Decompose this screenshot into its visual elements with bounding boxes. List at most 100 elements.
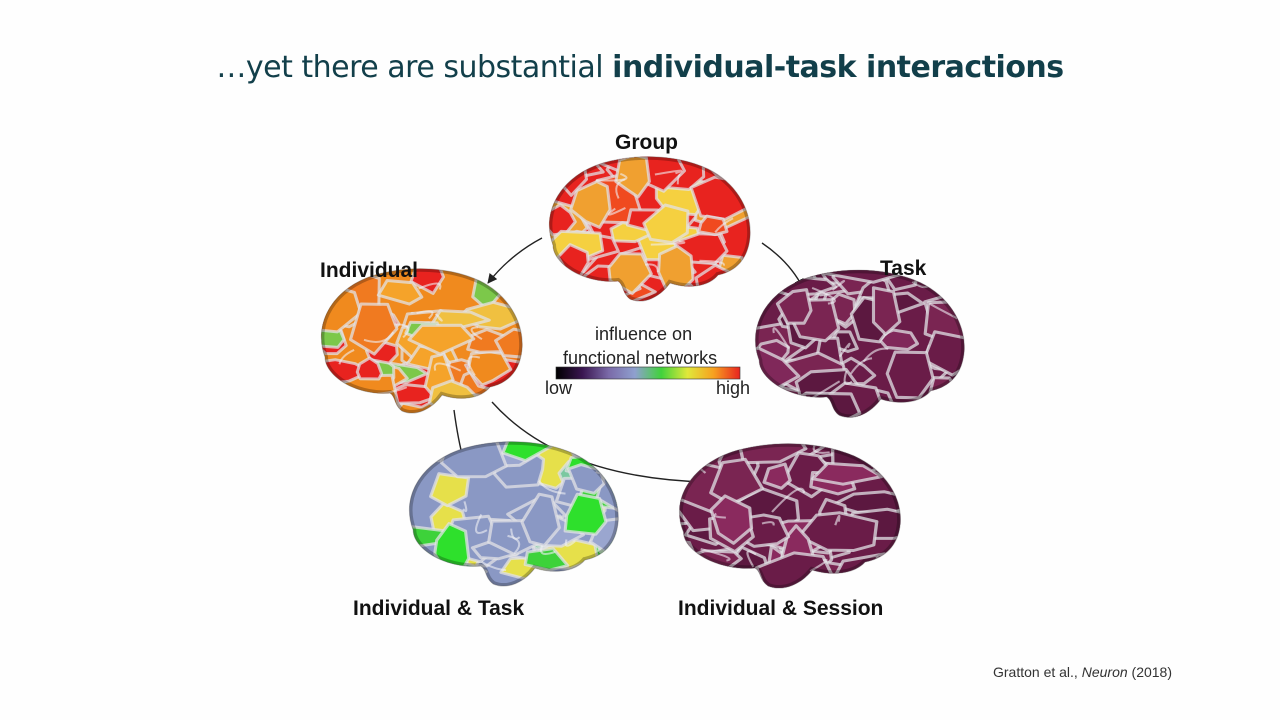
brain-parcel [884,554,901,574]
brain-shading [549,156,751,302]
colorbar-high-label: high [716,378,751,398]
brain-sulcus [862,347,889,362]
brain-sulcus [772,327,790,350]
brain-parcel [922,330,965,377]
brain-sulcus [539,545,556,555]
brain-sulcus [700,548,731,562]
brain-parcel [697,214,729,237]
brain-parcel [762,462,792,490]
brain-outline [408,441,619,587]
title-bold: individual-task interactions [612,50,1064,85]
brain-parcel [321,384,351,414]
brain-parcel [824,270,905,284]
brain-parcel [321,358,372,386]
brain-parcel [811,461,884,486]
brain-parcel [549,156,583,180]
brain-parcel [520,492,561,547]
brain-sulcus [507,534,521,555]
brain-sulcus [834,514,841,526]
brain-sulcus [564,539,576,547]
brain-sulcus [713,512,726,519]
brain-parcel [679,559,716,589]
brain-task [754,269,965,418]
brain-parcel [709,494,754,545]
brain-parcel [409,441,442,461]
label-individual-session: Individual & Session [678,597,884,620]
label-task: Task [880,257,927,280]
brain-individual [320,268,523,414]
brain-parcel [870,455,901,476]
brain-parcel [569,180,612,229]
brain-sulcus [414,452,442,463]
brain-parcel [707,156,748,178]
brain-shading [679,443,901,589]
brain-parcel [563,492,608,536]
brain-parcel [355,356,384,381]
brain-sulcus [433,362,462,372]
brain-sulcus [729,279,751,294]
brain-parcel [602,543,619,586]
brain-sulcus [394,323,410,339]
brain-parcel [349,302,399,356]
brain-sulcus [676,173,681,185]
brain-parcel [797,511,879,552]
citation: Gratton et al., Neuron (2018) [993,664,1172,680]
citation-authors: Gratton et al., [993,664,1082,680]
brain-shading [755,270,965,418]
brain-outline [679,443,901,589]
brain-sulcus [746,550,757,568]
brain-parcel [376,279,424,306]
brain-sulcus [699,259,725,267]
brain-sulcus [644,263,659,273]
brain-shading [321,268,523,414]
brain-indtask [408,441,619,587]
brain-sulcus [418,282,442,290]
brain-parcel [847,566,901,589]
brain-group [548,156,751,302]
brain-sulcus [462,501,468,513]
brain-parcel [885,350,935,400]
brain-parcel [642,203,690,245]
title-prefix: …yet there are substantial [216,50,613,85]
brain-sulcus [761,521,775,526]
brain-sulcus [595,172,628,182]
citation-year: (2018) [1127,664,1172,680]
brain-sulcus [650,240,686,246]
brain-sulcus [467,355,481,376]
citation-journal: Neuron [1081,664,1128,680]
brain-sulcus [607,207,626,216]
brain-sulcus [363,331,395,343]
brain-outline [754,269,965,418]
brain-sulcus [416,310,434,320]
brain-sulcus [771,487,806,513]
brain-parcel [871,286,902,336]
label-group: Group [615,131,678,154]
brain-outline [320,268,523,414]
brain-sulcus [809,558,828,573]
colorbar-title-line1: influence on [595,324,693,344]
brain-sulcus [537,480,566,495]
brain-indsess [679,443,901,589]
brain-sulcus [928,302,958,320]
brain-sulcus [811,286,836,305]
brain-parcel [614,156,651,199]
brain-parcel [494,327,523,360]
brain-sulcus [481,561,507,572]
brain-sulcus [838,342,851,358]
brain-sulcus [831,280,846,291]
label-individual: Individual [320,259,419,282]
brain-sulcus [475,514,488,534]
colorbar [555,366,741,380]
brain-parcel [864,446,901,472]
brain-parcel [501,441,553,463]
brain-sulcus [850,357,873,375]
brain-parcel [523,547,570,572]
arrow-group-to-task [761,242,804,289]
brain-sulcus [654,169,683,176]
brain-sulcus [812,444,830,454]
brain-sulcus [510,528,521,540]
arrow-group-to-individual [487,237,543,284]
colorbar-title-line2: functional networks [563,348,718,368]
brain-sulcus [338,348,355,365]
